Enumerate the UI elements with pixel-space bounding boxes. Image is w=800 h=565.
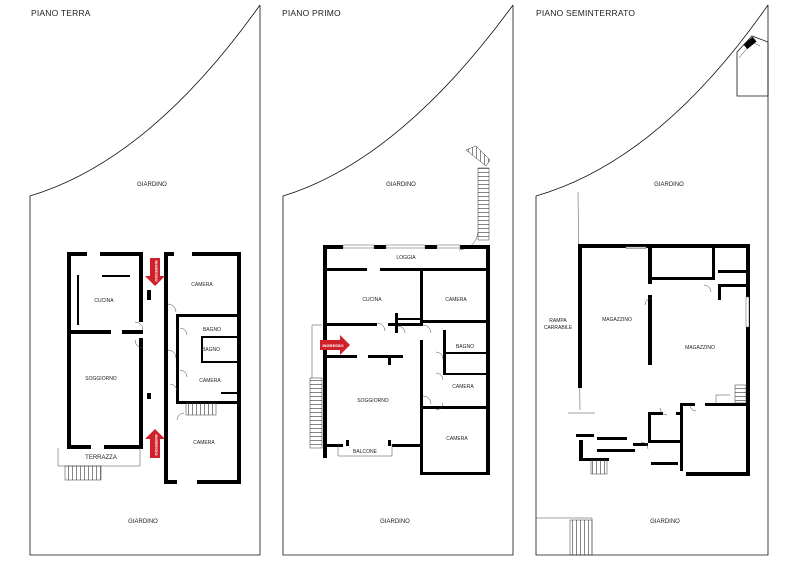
entry-label: INGRESSO [154,434,159,455]
room-label-carrabile: CARRABILE [544,325,573,331]
room-label-bagno: BAGNO [202,347,220,353]
staircase [185,402,217,416]
room-label-loggia: LOGGIA [396,255,416,261]
room-label-camera: CAMERA [199,378,221,384]
room-label-camera: CAMERA [446,436,468,442]
entry-arrow: INGRESSO [145,258,165,286]
panel-piano-terra: PIANO TERRA GIARDINO GIARDINO [29,4,261,556]
walls [67,252,241,484]
walls [576,244,750,476]
door-swings [376,322,444,411]
room-label-soggiorno: SOGGIORNO [357,398,389,404]
staircase [734,384,747,404]
external-stair [309,377,323,449]
lot-boundary [29,4,261,556]
garden-label-bottom: GIARDINO [128,519,158,525]
room-label-balcone: BALCONE [353,449,378,455]
entry-arrow: INGRESSO [145,429,165,458]
floor-title: PIANO TERRA [31,8,91,18]
lot-boundary [535,4,769,556]
room-label-bagno: BAGNO [203,327,221,333]
floor-title: PIANO SEMINTERRATO [536,8,635,18]
room-label-bagno: BAGNO [456,344,474,350]
room-label-cucina: CUCINA [362,297,382,303]
panel-piano-seminterrato: PIANO SEMINTERRATO GIARDINO GIARDINO [535,4,769,556]
panel-piano-primo: PIANO PRIMO GIARDINO GIARDINO [282,4,514,556]
external-stair [536,517,593,556]
lot-boundary [282,4,514,556]
walls [323,245,490,475]
entry-label: INGRESSO [322,343,343,348]
external-stair [458,145,491,251]
garden-label-bottom: GIARDINO [650,519,680,525]
room-label-soggiorno: SOGGIORNO [85,376,117,382]
door-swings [640,284,712,450]
room-label-cucina: CUCINA [94,298,114,304]
room-label-terrazza: TERRAZZA [85,455,117,461]
garden-label-top: GIARDINO [654,182,684,188]
room-label-camera: CAMERA [452,384,474,390]
balcone-outline [337,444,393,457]
room-label-camera: CAMERA [191,282,213,288]
staircase [590,459,608,475]
annex-structure [736,35,769,97]
entry-label: INGRESSO [154,260,159,281]
garden-label-top: GIARDINO [137,182,167,188]
garden-label-top: GIARDINO [386,182,416,188]
room-label-camera: CAMERA [445,297,467,303]
door-swings [134,303,188,421]
entry-arrow: INGRESSO [320,335,350,355]
garden-label-bottom: GIARDINO [380,519,410,525]
room-label-camera: CAMERA [193,440,215,446]
room-label-rampa: RAMPA [549,318,567,324]
room-label-magazzino: MAGAZZINO [685,345,715,351]
room-label-magazzino: MAGAZZINO [602,317,632,323]
floor-title: PIANO PRIMO [282,8,341,18]
terrazza-area [57,448,141,481]
